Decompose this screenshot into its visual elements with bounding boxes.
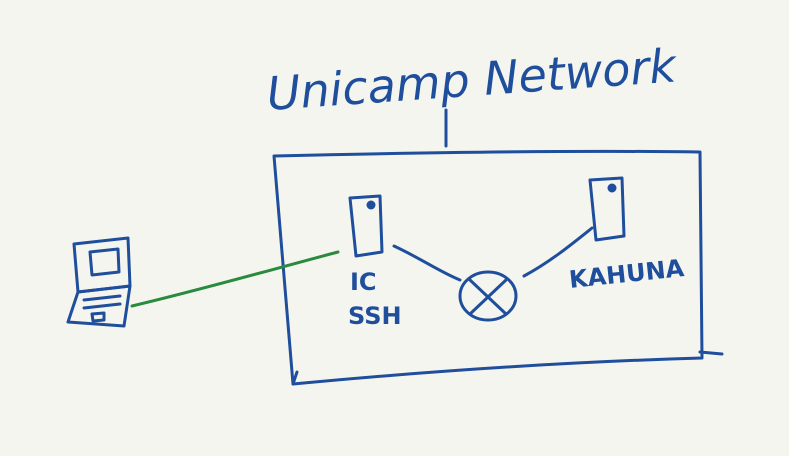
ic-server-icon (348, 194, 384, 258)
kahuna-server-icon (588, 176, 626, 242)
laptop-icon (66, 236, 132, 328)
ic-label: IC (350, 268, 377, 296)
network-boundary-tick (291, 370, 299, 386)
ssh-link-line (130, 250, 340, 308)
kahuna-label: KAHUNA (568, 254, 686, 294)
ic-router-link (392, 244, 462, 282)
network-boundary (272, 149, 724, 386)
router-icon (458, 270, 518, 322)
diagram-title: Unicamp Network (265, 38, 680, 121)
ssh-label: SSH (348, 302, 402, 330)
router-kahuna-link (522, 226, 594, 278)
